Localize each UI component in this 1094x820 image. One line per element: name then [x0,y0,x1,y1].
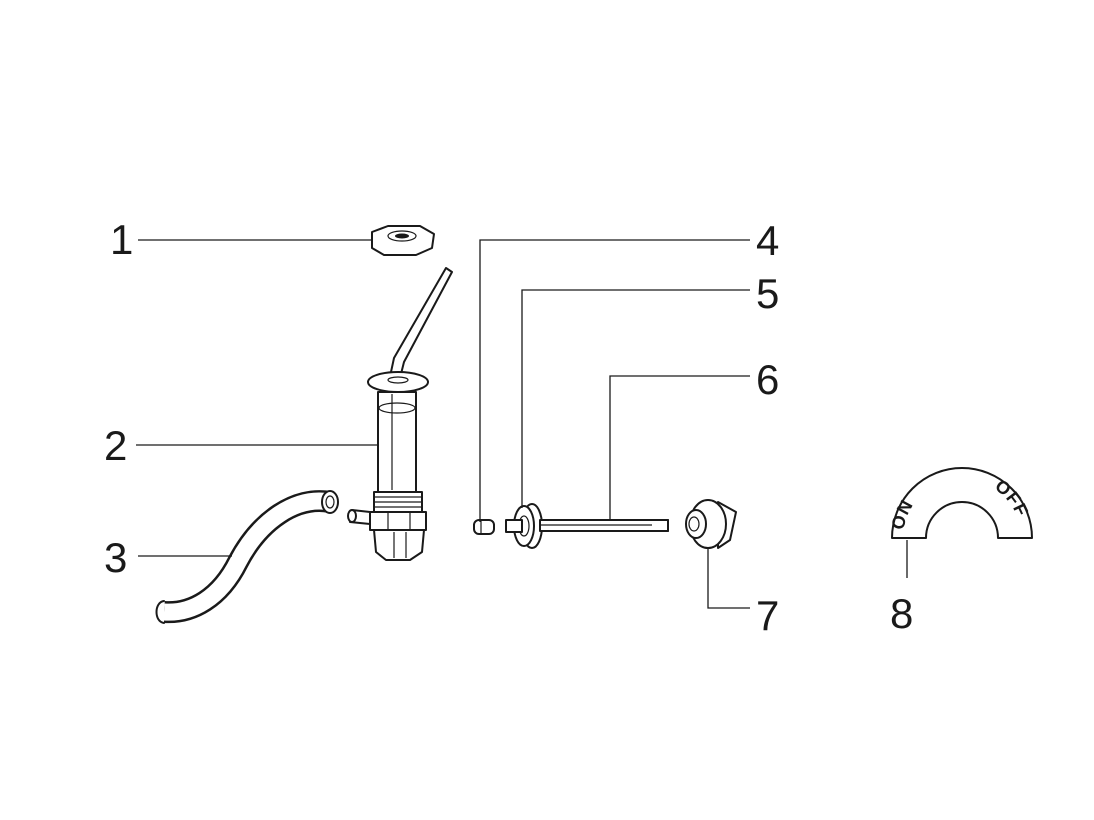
part-3-fuel-hose [155,490,339,624]
leader-6 [609,375,750,520]
callout-4: 4 [756,217,779,264]
leader-lines [136,239,908,609]
callout-8: 8 [890,590,913,637]
callout-7: 7 [756,592,779,639]
part-7-knob [685,499,737,549]
part-5-lever-hub [505,503,543,549]
part-8-dial-plate: ON OFF [888,467,1033,539]
callout-numbers: 1 2 3 4 5 6 7 8 [104,216,913,639]
callout-3: 3 [104,534,127,581]
part-2-tap-body [347,267,453,561]
callout-2: 2 [104,422,127,469]
leader-7 [707,548,750,609]
leader-4 [479,239,750,522]
part-1-hex-nut [371,225,435,256]
callout-6: 6 [756,356,779,403]
part-6-spindle [539,519,669,532]
leader-5 [521,289,750,508]
callout-5: 5 [756,270,779,317]
callout-1: 1 [110,216,133,263]
part-4-plug [473,519,495,535]
